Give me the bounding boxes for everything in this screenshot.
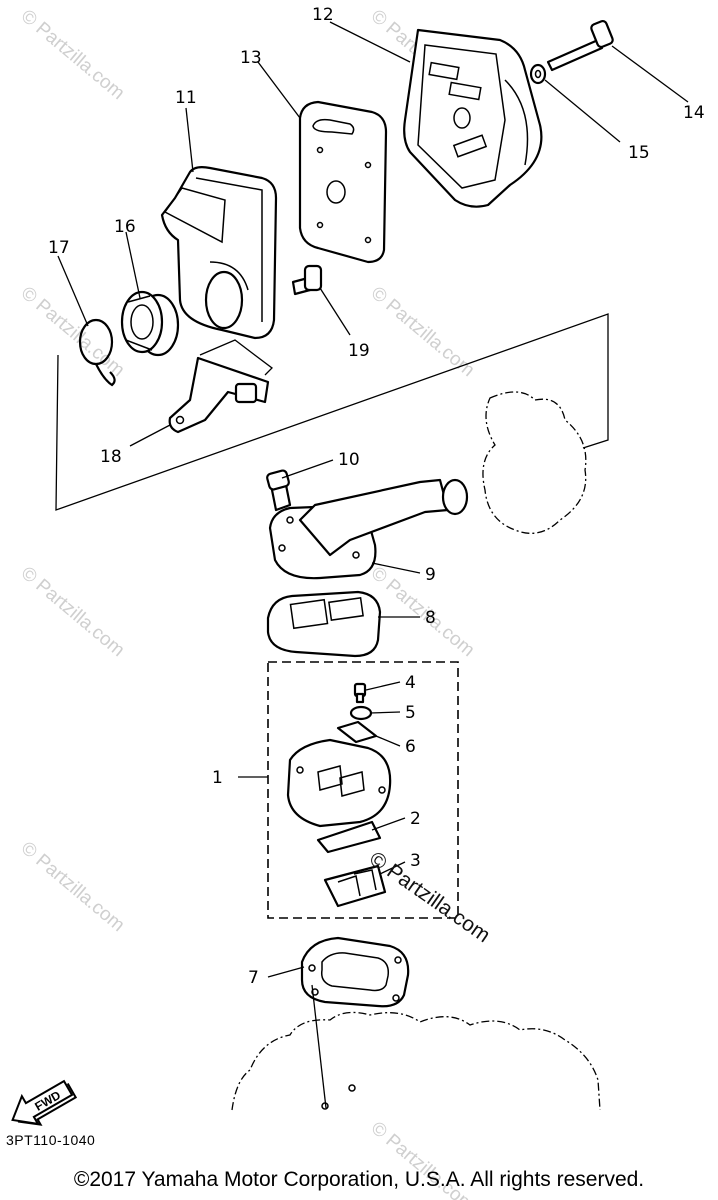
part-13-filter [298, 100, 388, 264]
part-18-bracket [168, 356, 270, 434]
callout-7: 7 [248, 968, 259, 988]
callout-1: 1 [212, 768, 223, 788]
part-4-screw [353, 682, 367, 704]
part-19-screw [291, 264, 323, 296]
part-11-case [160, 166, 278, 340]
callout-6: 6 [405, 737, 416, 757]
part-12-cover [403, 28, 543, 208]
part-5-washer [349, 705, 373, 721]
callout-9: 9 [425, 565, 436, 585]
callout-14: 14 [683, 103, 705, 123]
watermark: © Partzilla.com [17, 838, 129, 936]
part-7-gasket [300, 936, 410, 1008]
watermark-center: © Partzilla.com [365, 847, 494, 947]
engine-outline-bottom [231, 1011, 601, 1111]
callout-13: 13 [240, 48, 262, 68]
diagram-code: 3PT110-1040 [6, 1132, 96, 1148]
part-3-plate [323, 864, 387, 908]
part-8-gasket [266, 590, 382, 658]
callout-19: 19 [348, 341, 370, 361]
callout-labels: 1 2 3 4 5 6 7 8 9 10 11 12 13 14 15 16 1… [48, 5, 705, 988]
callout-5: 5 [405, 703, 416, 723]
fwd-arrow-icon: FWD [11, 1079, 78, 1126]
watermark: © Partzilla.com [367, 563, 479, 661]
part-15-washer [529, 63, 547, 85]
callout-17: 17 [48, 238, 70, 258]
part-9-manifold [268, 478, 469, 580]
watermark: © Partzilla.com [17, 563, 129, 661]
leader-lines [57, 21, 689, 1109]
watermark: © Partzilla.com [17, 283, 129, 381]
part-14-bolt [546, 19, 614, 72]
callout-10: 10 [338, 450, 360, 470]
callout-16: 16 [114, 217, 136, 237]
callout-4: 4 [405, 673, 416, 693]
part-1-reed-valve [286, 738, 392, 828]
part-16-joint [120, 290, 180, 357]
callout-8: 8 [425, 608, 436, 628]
part-1-assembly-box [267, 661, 459, 919]
callout-2: 2 [410, 809, 421, 829]
copyright-notice: ©2017 Yamaha Motor Corporation, U.S.A. A… [73, 1168, 645, 1191]
part-2-reed [316, 820, 382, 854]
part-10-screw [266, 469, 292, 512]
part-6-stopper [336, 720, 378, 744]
watermark: © Partzilla.com [17, 6, 129, 104]
callout-3: 3 [410, 851, 421, 871]
part-17-clamp [78, 318, 116, 387]
assembly-outline-upper [55, 313, 609, 534]
callout-12: 12 [312, 5, 334, 25]
callout-15: 15 [628, 143, 650, 163]
callout-18: 18 [100, 447, 122, 467]
callout-11: 11 [175, 88, 197, 108]
